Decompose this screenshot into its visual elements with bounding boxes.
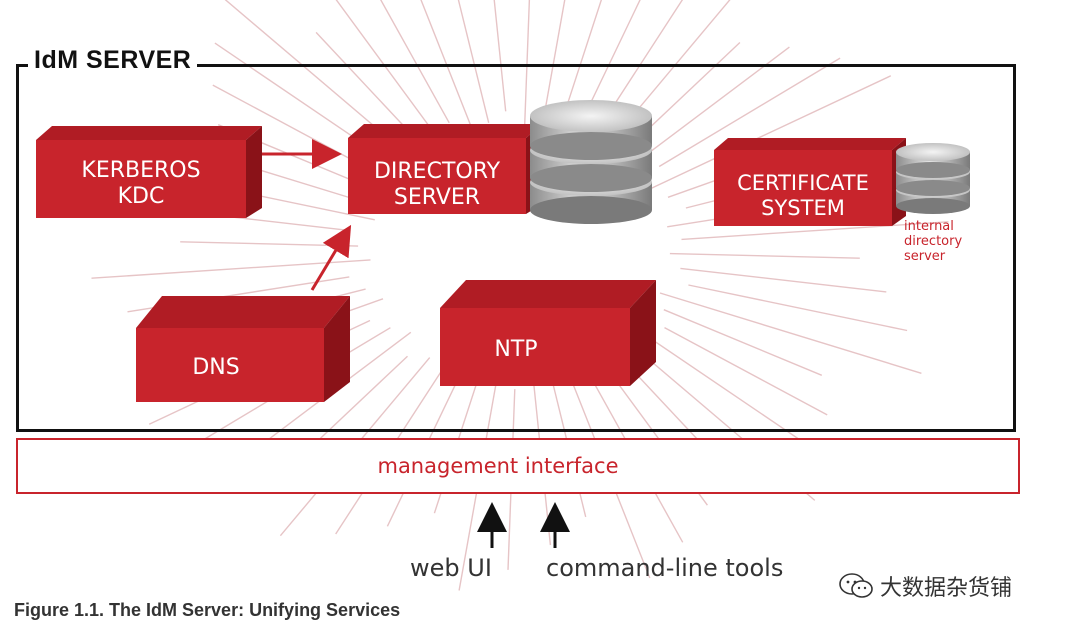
ray-line xyxy=(91,259,371,279)
dns-label: DNS xyxy=(192,355,239,380)
directory-server-box: DIRECTORY SERVER xyxy=(348,124,542,214)
kerberos-label-line2: KDC xyxy=(118,184,165,209)
directory-label-line2: SERVER xyxy=(394,185,480,210)
wechat-icon xyxy=(839,573,873,598)
ray-line xyxy=(669,252,860,259)
ray-line xyxy=(659,292,922,374)
ray-line xyxy=(616,0,731,135)
ray-line xyxy=(523,0,531,131)
dns-box: DNS xyxy=(136,296,350,402)
ray-line xyxy=(563,0,603,116)
ray-line xyxy=(542,0,566,122)
figure-caption: Figure 1.1. The IdM Server: Unifying Ser… xyxy=(14,600,401,620)
ray-line xyxy=(663,309,823,376)
management-interface-bar: management interface xyxy=(16,438,1020,494)
ray-line xyxy=(420,0,476,136)
note-line1: internal xyxy=(904,219,954,234)
directory-label-line1: DIRECTORY xyxy=(374,159,501,184)
web-ui-label: web UI xyxy=(410,554,492,582)
ray-line xyxy=(658,57,841,168)
ray-line xyxy=(649,75,892,190)
ray-line xyxy=(380,0,450,124)
certificate-label-line2: SYSTEM xyxy=(761,196,845,220)
internal-directory-note: internal directory server xyxy=(904,219,962,264)
small-database-icon xyxy=(896,143,970,214)
watermark: 大数据杂货铺 xyxy=(838,570,1012,602)
ray-line xyxy=(688,284,908,332)
database-icon xyxy=(530,100,652,224)
ray-line xyxy=(457,0,490,123)
ray-line xyxy=(634,327,826,458)
ray-line xyxy=(680,267,887,293)
dns-to-directory-arrow xyxy=(310,224,352,291)
ray-line xyxy=(224,0,402,150)
idm-server-frame xyxy=(16,64,1016,432)
ray-line xyxy=(681,221,949,241)
server-title: IdM SERVER xyxy=(28,46,198,75)
note-line2: directory xyxy=(904,234,962,249)
note-line3: server xyxy=(904,249,946,264)
cli-label: command-line tools xyxy=(546,554,783,582)
certificate-system-box: CERTIFICATE SYSTEM xyxy=(714,138,906,226)
kerberos-kdc-box: KERBEROS KDC xyxy=(36,126,262,218)
ray-line xyxy=(664,326,828,416)
ray-line xyxy=(493,0,507,112)
watermark-text: 大数据杂货铺 xyxy=(880,576,1013,601)
ntp-label: NTP xyxy=(494,337,537,362)
ntp-box: NTP xyxy=(440,280,656,386)
kerberos-label-line1: KERBEROS xyxy=(81,158,200,183)
management-interface-label: management interface xyxy=(377,454,619,478)
certificate-label-line1: CERTIFICATE xyxy=(737,171,869,195)
